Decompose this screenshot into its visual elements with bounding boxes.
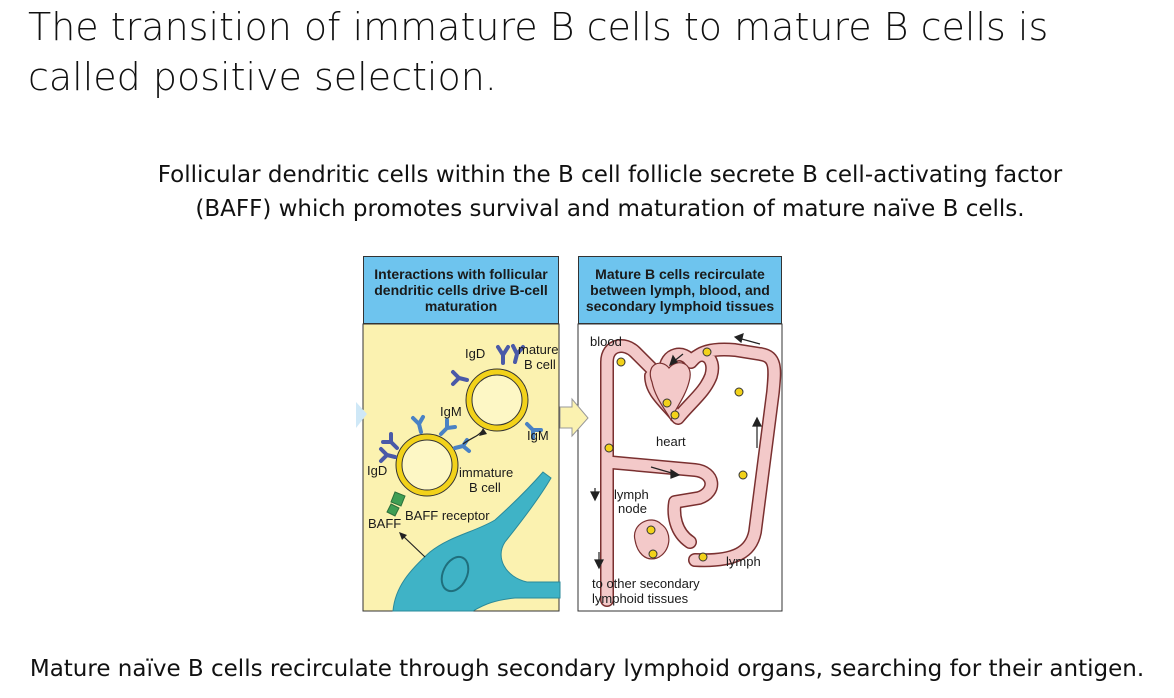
left-pointer — [356, 402, 367, 428]
label-lymph-node: lymph — [614, 487, 649, 502]
label-lymph-node-2: node — [618, 501, 647, 516]
b-cell-dot — [738, 470, 748, 480]
right-panel-header: Mature B cells recirculate between lymph… — [578, 256, 782, 324]
baff-receptor — [386, 491, 406, 517]
b-cell-dot — [646, 525, 656, 535]
circulating-b-cells — [604, 347, 748, 562]
right-panel-header-text: Mature B cells recirculate between lymph… — [585, 266, 775, 314]
b-cell-dot — [698, 552, 708, 562]
left-panel-header: Interactions with follicular dendritic c… — [363, 256, 559, 324]
slide-title: The transition of immature B cells to ma… — [28, 5, 1049, 99]
maturation-arrowhead — [479, 428, 487, 436]
baff-secretion-arrow — [402, 535, 426, 558]
baff-secretion-arrowhead — [399, 532, 407, 540]
fdc-nucleus — [440, 555, 470, 593]
igm-receptor-immature-top — [411, 415, 425, 434]
panel-transition-arrow — [559, 397, 589, 438]
figure-drawing — [356, 323, 783, 612]
label-mature-b-cell: mature — [518, 342, 559, 357]
immature-b-cell-outline — [395, 433, 459, 497]
igm-receptor-immature-top2 — [439, 418, 457, 436]
b-cell-dot — [670, 410, 680, 420]
figure: Interactions with follicular dendritic c… — [355, 252, 795, 614]
mature-b-cell — [466, 369, 528, 431]
igd-receptor-mature-left — [451, 370, 469, 386]
label-igm-left: IgM — [440, 404, 462, 419]
antibody-receptors — [379, 344, 543, 463]
label-baff-receptor: BAFF receptor — [405, 508, 490, 523]
label-other-tissues: to other secondary — [592, 576, 700, 591]
mature-b-cell-inner — [471, 374, 523, 426]
lymph-node — [633, 519, 670, 560]
b-cell-dot — [604, 443, 614, 453]
igd-receptor-immature-left — [379, 447, 397, 463]
b-cell-dot — [616, 357, 626, 367]
label-igd-left: IgD — [367, 463, 388, 478]
slide-subtitle: Follicular dendritic cells within the B … — [157, 162, 1063, 222]
b-cell-dot — [734, 387, 744, 397]
slide-footer: Mature naïve B cells recirculate through… — [29, 656, 1145, 682]
b-cell-dot — [648, 549, 658, 559]
label-blood: blood — [590, 334, 622, 349]
immature-b-cell — [396, 434, 458, 496]
b-cell-dot — [702, 347, 712, 357]
left-panel-header-text: Interactions with follicular dendritic c… — [374, 266, 548, 314]
b-cell-dot — [662, 398, 672, 408]
igd-receptor-mature-top2 — [511, 344, 525, 364]
follicular-dendritic-cell — [392, 471, 561, 612]
igd-receptor-immature-left2 — [381, 432, 399, 450]
vessel-fill — [601, 340, 780, 606]
label-immature-b-cell-2: B cell — [469, 480, 501, 495]
label-other-tissues-2: lymphoid tissues — [592, 591, 689, 606]
circulation-vessels — [600, 339, 782, 607]
flow-arrows — [590, 333, 762, 570]
label-lymph: lymph — [726, 554, 761, 569]
label-heart: heart — [656, 434, 686, 449]
label-baff: BAFF — [368, 516, 402, 531]
igm-receptor-mature-right — [525, 422, 543, 440]
igd-receptor-mature-top — [496, 345, 510, 365]
mature-b-cell-outline — [465, 368, 529, 432]
label-igd-top: IgD — [465, 346, 486, 361]
immature-b-cell-inner — [401, 439, 453, 491]
heart — [649, 362, 691, 422]
label-igm-right: IgM — [527, 428, 549, 443]
label-mature-b-cell-2: B cell — [524, 357, 556, 372]
label-immature-b-cell: immature — [459, 465, 514, 480]
